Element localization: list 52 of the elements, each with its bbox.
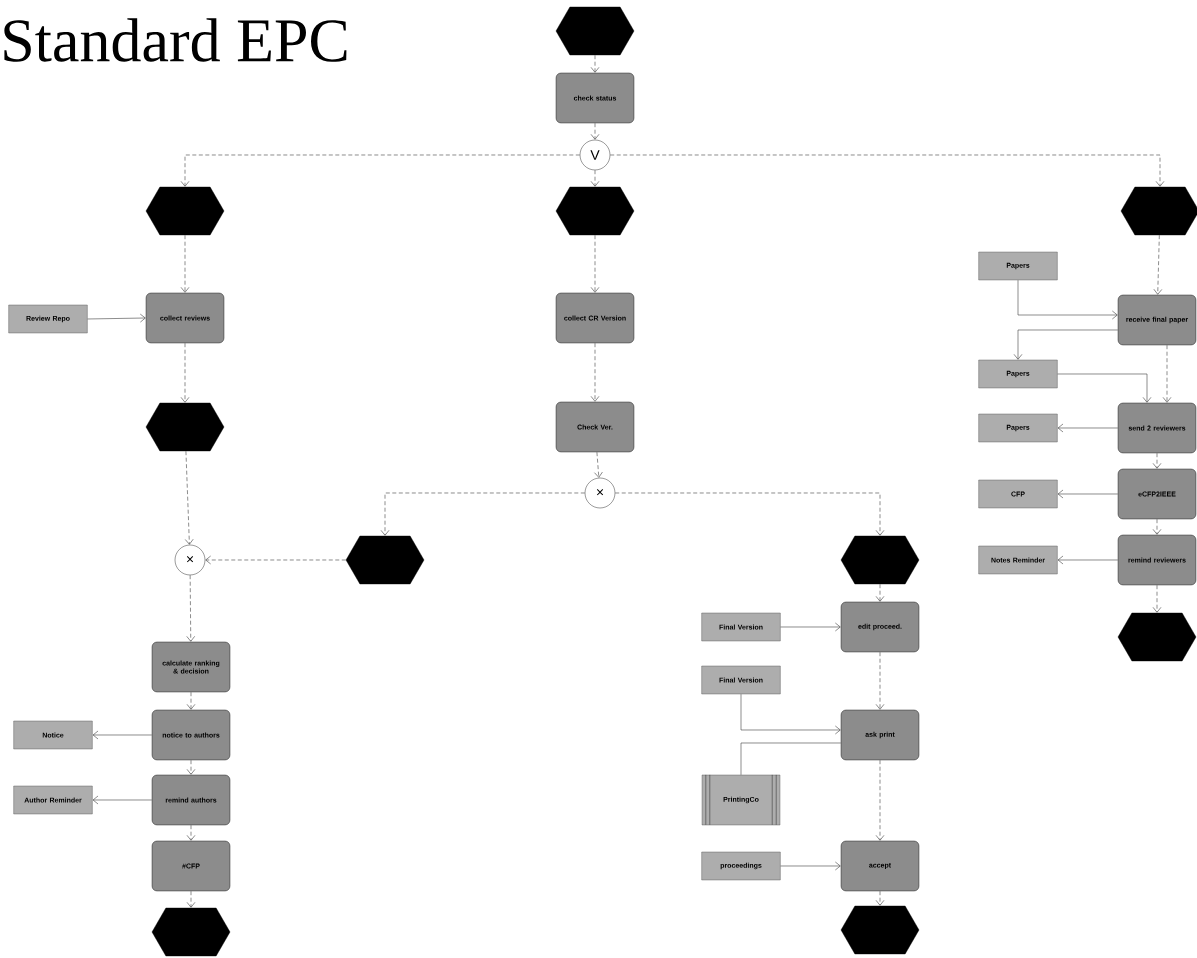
- arrow: [1013, 329, 1119, 360]
- arrow: [92, 730, 153, 740]
- dashed-arrow: [590, 169, 600, 187]
- dashed-arrow: [186, 890, 196, 908]
- event-hexagon: [1117, 612, 1197, 662]
- event-hexagon: [840, 905, 920, 955]
- connector-line: [740, 742, 842, 776]
- arrow: [1017, 279, 1118, 320]
- dashed-arrow: [180, 342, 190, 403]
- dashed-arrow: [180, 234, 190, 293]
- dashed-arrow: [184, 450, 194, 545]
- event-hexagon: [145, 186, 225, 236]
- event-hexagon: [145, 402, 225, 452]
- arrow: [1057, 373, 1152, 403]
- dashed-arrow: [186, 574, 195, 642]
- event-hexagon: [151, 907, 231, 957]
- dashed-arrow: [875, 890, 885, 906]
- dashed-arrow: [875, 759, 885, 841]
- arrow: [780, 622, 841, 632]
- arrow: [87, 313, 146, 323]
- dashed-arrow: [590, 122, 600, 140]
- dashed-arrow: [590, 54, 600, 73]
- arrow: [1057, 489, 1119, 499]
- dashed-arrow: [180, 154, 581, 187]
- dashed-arrow: [590, 342, 600, 402]
- dashed-arrow: [1152, 518, 1162, 535]
- dashed-arrow: [594, 451, 603, 478]
- dashed-arrow: [590, 234, 600, 293]
- dashed-arrow: [1152, 584, 1162, 613]
- dashed-arrow: [1152, 452, 1162, 469]
- event-hexagon: [1120, 186, 1197, 236]
- dashed-arrow: [875, 583, 885, 602]
- event-hexagon: [345, 535, 425, 585]
- dashed-arrow: [380, 492, 586, 536]
- arrow: [92, 795, 153, 805]
- dashed-arrow: [205, 555, 347, 565]
- dashed-arrow: [1162, 344, 1172, 403]
- dashed-arrow: [875, 651, 885, 710]
- arrow: [740, 693, 841, 735]
- event-hexagon: [840, 535, 920, 585]
- dashed-arrow: [186, 824, 196, 841]
- title: Standard EPC: [4, 18, 347, 62]
- event-hexagon: [555, 186, 635, 236]
- arrow: [1057, 555, 1119, 565]
- event-hexagon: [555, 6, 635, 56]
- dashed-arrow: [186, 691, 196, 710]
- arrow: [780, 861, 841, 871]
- dashed-arrow: [614, 492, 885, 536]
- dashed-arrow: [186, 759, 196, 775]
- arrow: [1057, 423, 1119, 433]
- dashed-arrow: [1153, 234, 1163, 295]
- dashed-arrow: [609, 154, 1165, 187]
